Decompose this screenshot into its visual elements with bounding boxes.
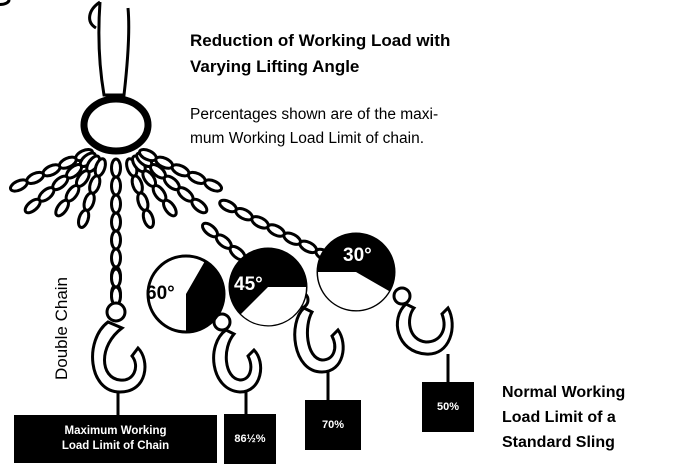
normal-line-1: Normal Working	[502, 384, 626, 401]
normal-load-caption: Normal Working Load Limit of a Standard …	[502, 380, 625, 455]
normal-line-3: Standard Sling	[502, 434, 615, 451]
diagram-description: Percentages shown are of the maxi- mum W…	[190, 103, 438, 151]
title-line-2: Varying Lifting Angle	[190, 57, 360, 76]
angle-label-60: 60°	[146, 283, 175, 304]
description-line-1: Percentages shown are of the maxi-	[190, 106, 439, 123]
double-chain-label: Double Chain	[52, 276, 71, 380]
master-hook-icon	[88, 0, 131, 97]
max-load-line-2: Load Limit of Chain	[61, 440, 170, 452]
chain-fan-icon	[0, 0, 351, 307]
load-box-86-5: 86½%	[224, 414, 276, 464]
hook-icons	[91, 286, 454, 415]
angle-dial-45-icon	[228, 247, 308, 327]
max-load-box: Maximum Working Load Limit of Chain	[14, 415, 217, 463]
load-box-50: 50%	[422, 382, 474, 432]
max-load-line-1: Maximum Working	[64, 425, 167, 437]
normal-line-2: Load Limit of a	[502, 409, 616, 426]
angle-dial-30-icon	[316, 232, 396, 312]
angle-dial-60-icon	[146, 254, 226, 334]
load-box-70: 70%	[305, 400, 361, 450]
angle-label-30: 30°	[343, 245, 372, 266]
description-line-2: mum Working Load Limit of chain.	[190, 130, 425, 147]
title-line-1: Reduction of Working Load with	[190, 31, 451, 50]
master-ring-icon	[80, 95, 152, 155]
angle-label-45: 45°	[234, 274, 263, 295]
diagram-title: Reduction of Working Load with Varying L…	[190, 28, 450, 80]
